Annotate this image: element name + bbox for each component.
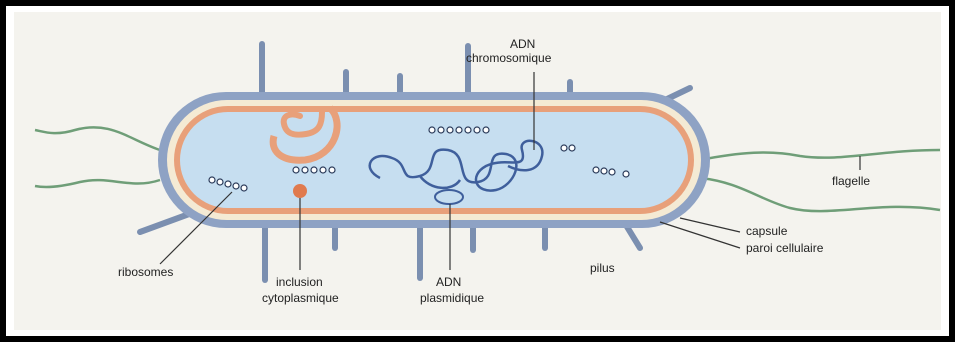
leader-capsule [680,218,740,232]
label-ribosomes: ribosomes [118,265,173,279]
label-inclusion-line1: inclusion [276,275,323,289]
ribosome [217,179,223,185]
ribosome [601,168,607,174]
label-adn-chromosomique-line1: ADN [510,37,535,51]
ribosome [465,127,471,133]
ribosome [609,169,615,175]
ribosome [241,185,247,191]
ribosome [293,167,299,173]
label-adn-chromosomique-line2: chromosomique [466,51,552,65]
label-pilus: pilus [590,261,615,275]
flagellum-left-top [35,127,160,150]
cell-body [158,92,710,228]
ribosome [329,167,335,173]
leader-paroi [660,222,740,248]
label-adn-plasmidique-line1: ADN [436,275,461,289]
ribosome [438,127,444,133]
ribosome [623,171,629,177]
ribosome [561,145,567,151]
label-paroi-cellulaire: paroi cellulaire [746,241,824,255]
ribosome [233,183,239,189]
ribosome [569,145,575,151]
flagellum-right-bottom [700,178,940,211]
ribosome [456,127,462,133]
ribosome [474,127,480,133]
ribosome [302,167,308,173]
ribosome [209,177,215,183]
ribosome [320,167,326,173]
cytoplasm [180,112,688,208]
ribosome [593,167,599,173]
label-capsule: capsule [746,224,788,238]
label-inclusion-line2: cytoplasmique [262,291,339,305]
flagellum-left-bottom [35,180,160,187]
label-flagelle: flagelle [832,174,870,188]
ribosome [447,127,453,133]
ribosome [429,127,435,133]
membrane-invagination [284,112,322,135]
ribosome [483,127,489,133]
cytoplasmic-inclusion [293,184,307,198]
ribosome [225,181,231,187]
flagellum-right-top [700,150,940,160]
ribosome [311,167,317,173]
label-adn-plasmidique-line2: plasmidique [420,291,484,305]
